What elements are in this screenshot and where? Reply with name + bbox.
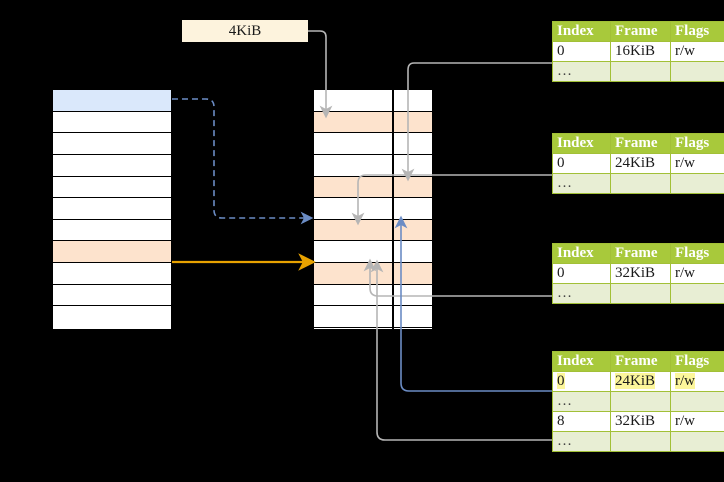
virtual-address-space-column xyxy=(52,89,172,330)
cell-flags: r/w xyxy=(670,263,724,284)
wire-virtual-to-physical-dashed xyxy=(172,98,314,225)
pmem-row xyxy=(314,284,432,307)
cell-frame: 32KiB xyxy=(610,411,671,432)
cell-index: 0 xyxy=(552,263,611,284)
table-row: 8 32KiB r/w xyxy=(552,411,724,432)
page-table-1: Index Frame Flags 0 24KiB r/w … xyxy=(552,133,724,194)
header-index: Index xyxy=(552,21,611,42)
cell-index: 0 xyxy=(552,371,611,392)
cell-flags-text: r/w xyxy=(675,373,695,389)
page-table-0: Index Frame Flags 0 16KiB r/w … xyxy=(552,21,724,82)
pmem-row xyxy=(314,90,432,112)
table-row: … xyxy=(552,431,724,452)
cell-index: 0 xyxy=(552,153,611,174)
table-row: 0 24KiB r/w xyxy=(552,153,724,174)
cell-index: … xyxy=(552,283,611,304)
pmem-row xyxy=(314,176,432,199)
vas-row xyxy=(53,263,171,285)
cell-frame: 32KiB xyxy=(610,263,671,284)
vas-row xyxy=(53,306,171,328)
cell-flags xyxy=(670,173,724,194)
table-row: 0 32KiB r/w xyxy=(552,263,724,284)
pmem-row xyxy=(314,198,432,220)
pmem-row xyxy=(314,154,432,177)
cell-frame-text: 24KiB xyxy=(615,373,656,389)
vas-row xyxy=(53,90,171,112)
page-size-label: 4KiB xyxy=(182,20,308,42)
cell-frame: 24KiB xyxy=(610,153,671,174)
cell-index: 0 xyxy=(552,41,611,62)
header-flags: Flags xyxy=(670,21,724,42)
pmem-row xyxy=(314,306,432,328)
cell-frame: 16KiB xyxy=(610,41,671,62)
physical-memory-column xyxy=(313,89,433,330)
vas-row xyxy=(53,176,171,199)
pmem-row xyxy=(314,241,432,263)
cell-flags: r/w xyxy=(670,153,724,174)
cell-frame xyxy=(610,283,671,304)
vas-row xyxy=(53,284,171,307)
table-header-row: Index Frame Flags xyxy=(552,133,724,154)
cell-index: … xyxy=(552,391,611,412)
table-header-row: Index Frame Flags xyxy=(552,243,724,264)
vas-row xyxy=(53,111,171,134)
vas-row xyxy=(53,241,171,263)
header-flags: Flags xyxy=(670,133,724,154)
table-row: … xyxy=(552,391,724,412)
header-frame: Frame xyxy=(610,351,671,372)
table-row: … xyxy=(552,173,724,194)
cell-flags: r/w xyxy=(670,41,724,62)
pmem-row xyxy=(314,133,432,155)
cell-flags xyxy=(670,431,724,452)
cell-index-text: 0 xyxy=(557,373,565,389)
cell-flags xyxy=(670,391,724,412)
cell-index: … xyxy=(552,431,611,452)
header-flags: Flags xyxy=(670,351,724,372)
table-row: … xyxy=(552,283,724,304)
table-row: … xyxy=(552,61,724,82)
header-index: Index xyxy=(552,133,611,154)
cell-index: 8 xyxy=(552,411,611,432)
cell-flags xyxy=(670,61,724,82)
cell-frame xyxy=(610,61,671,82)
vas-row xyxy=(53,154,171,177)
cell-flags: r/w xyxy=(670,371,724,392)
header-index: Index xyxy=(552,351,611,372)
cell-index: … xyxy=(552,173,611,194)
table-header-row: Index Frame Flags xyxy=(552,351,724,372)
vas-row xyxy=(53,198,171,220)
pmem-row xyxy=(314,111,432,134)
cell-frame xyxy=(610,173,671,194)
page-table-3: Index Frame Flags 0 24KiB r/w … 8 32KiB … xyxy=(552,351,724,452)
vas-row xyxy=(53,133,171,155)
cell-frame: 24KiB xyxy=(610,371,671,392)
cell-flags xyxy=(670,283,724,304)
cell-flags: r/w xyxy=(670,411,724,432)
header-frame: Frame xyxy=(610,21,671,42)
header-frame: Frame xyxy=(610,133,671,154)
pmem-row xyxy=(314,263,432,285)
header-flags: Flags xyxy=(670,243,724,264)
vas-row xyxy=(53,219,171,242)
table-row: 0 16KiB r/w xyxy=(552,41,724,62)
page-table-2: Index Frame Flags 0 32KiB r/w … xyxy=(552,243,724,304)
table-header-row: Index Frame Flags xyxy=(552,21,724,42)
pmem-row xyxy=(314,219,432,242)
header-index: Index xyxy=(552,243,611,264)
table-row: 0 24KiB r/w xyxy=(552,371,724,392)
cell-frame xyxy=(610,431,671,452)
header-frame: Frame xyxy=(610,243,671,264)
cell-frame xyxy=(610,391,671,412)
cell-index: … xyxy=(552,61,611,82)
